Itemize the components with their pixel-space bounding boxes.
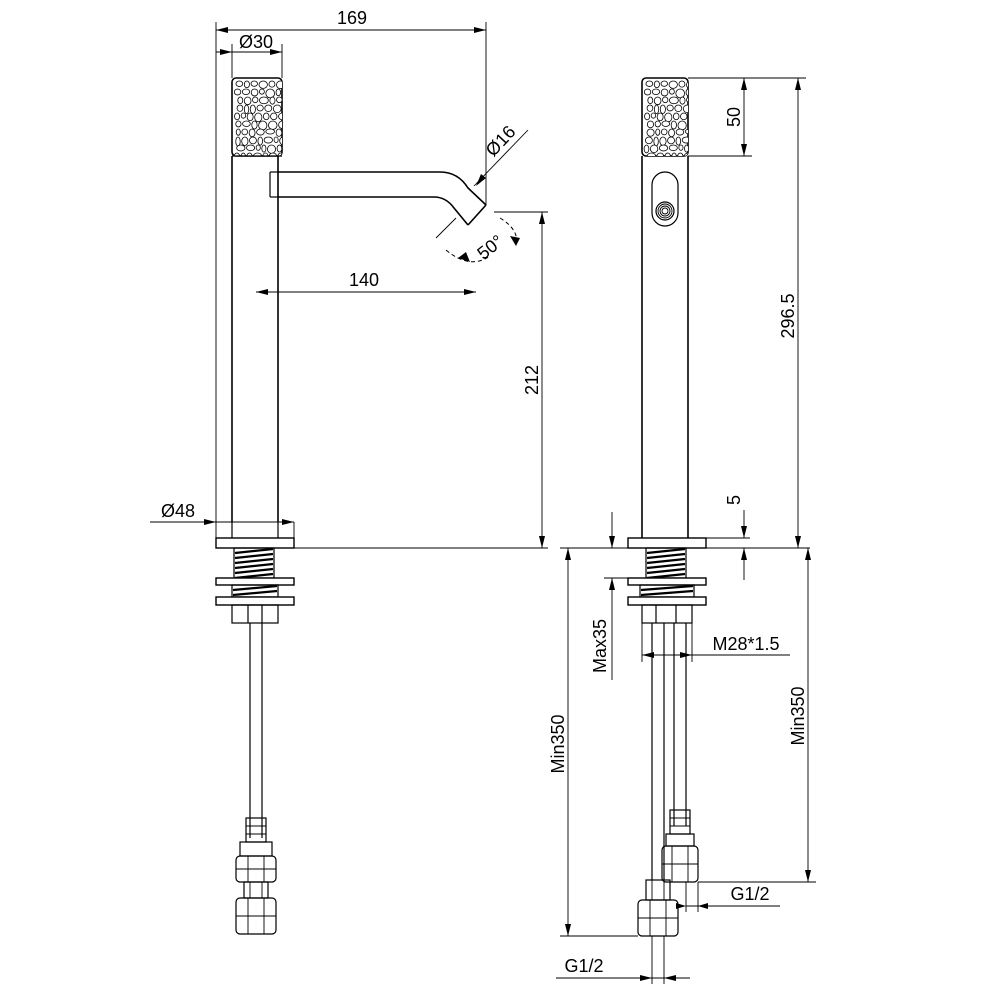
dim-connection-left: G1/2 bbox=[564, 956, 603, 976]
textured-handle-front bbox=[641, 77, 689, 157]
side-view: 169 Ø30 Ø16 50° 140 212 bbox=[150, 8, 548, 935]
dim-total-reach: 169 bbox=[337, 8, 367, 28]
dim-base-thickness: 5 bbox=[724, 495, 744, 505]
threaded-stud-side bbox=[215, 547, 295, 624]
dim-hose-length-left: Min350 bbox=[548, 714, 568, 773]
dim-handle-height: 50 bbox=[724, 107, 744, 127]
textured-handle-side bbox=[231, 77, 283, 157]
base-plate-front bbox=[627, 537, 707, 549]
base-plate bbox=[215, 537, 295, 549]
dim-spout-height: 212 bbox=[522, 365, 542, 395]
hose-front bbox=[637, 623, 699, 937]
dim-spout-reach: 140 bbox=[349, 270, 379, 290]
dim-spout-angle: 50° bbox=[473, 231, 507, 264]
dim-max-deck: Max35 bbox=[590, 619, 610, 673]
dim-thread: M28*1.5 bbox=[712, 634, 779, 654]
front-view: 50 296.5 5 Max35 M28*1.5 Min35 bbox=[548, 77, 816, 984]
hose-side bbox=[235, 623, 277, 935]
dim-spout-diameter: Ø16 bbox=[482, 122, 520, 161]
dim-hose-length-right: Min350 bbox=[788, 686, 808, 745]
spout bbox=[269, 171, 487, 226]
dim-handle-diameter: Ø30 bbox=[239, 32, 273, 52]
dim-base-diameter: Ø48 bbox=[161, 501, 195, 521]
threaded-stud-front bbox=[627, 547, 707, 624]
dim-connection-right: G1/2 bbox=[730, 884, 769, 904]
dim-total-height: 296.5 bbox=[778, 293, 798, 338]
aerator bbox=[651, 171, 679, 227]
